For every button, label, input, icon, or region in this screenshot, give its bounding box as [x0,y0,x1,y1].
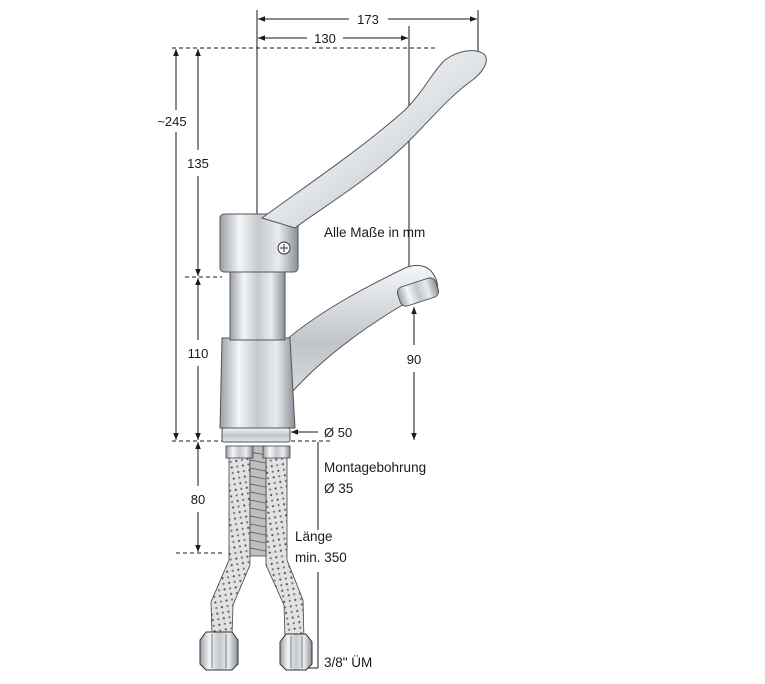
label-handle-height: 135 [187,156,209,171]
threaded-stud [249,445,267,557]
long-lever-handle [260,50,487,229]
dimension-labels: 173 130 ~245 135 110 90 Ø 50 80 [157,12,421,507]
note-connection: 3/8" ÜM [324,655,372,670]
aerator [396,277,440,307]
note-mounting-hole-line2: Ø 35 [324,481,353,496]
supply-hoses [199,445,313,671]
annotation-notes: Alle Maße in mm Montagebohrung Ø 35 Läng… [295,225,426,670]
label-body-height: 110 [188,346,209,361]
label-base-diameter: Ø 50 [324,425,352,440]
hose-nut-right [279,633,313,671]
faucet-body-lower [219,337,296,429]
note-mounting-hole-line1: Montagebohrung [324,460,426,475]
note-hose-length-line2: min. 350 [295,550,347,565]
base-ring [221,427,291,443]
faucet-body-upper [229,269,286,341]
dimension-lines [173,10,479,669]
label-spout-height: 90 [407,352,421,367]
label-total-height: ~245 [157,114,186,129]
note-units: Alle Maße in mm [324,225,425,240]
note-hose-length-line1: Länge [295,529,333,544]
label-shank-length: 80 [191,492,205,507]
hose-left [210,447,251,636]
label-total-width: 173 [357,12,379,27]
lever-cap [219,213,299,273]
hose-nut-left [199,631,239,671]
label-handle-reach: 130 [314,31,336,46]
faucet-illustration [199,50,487,671]
